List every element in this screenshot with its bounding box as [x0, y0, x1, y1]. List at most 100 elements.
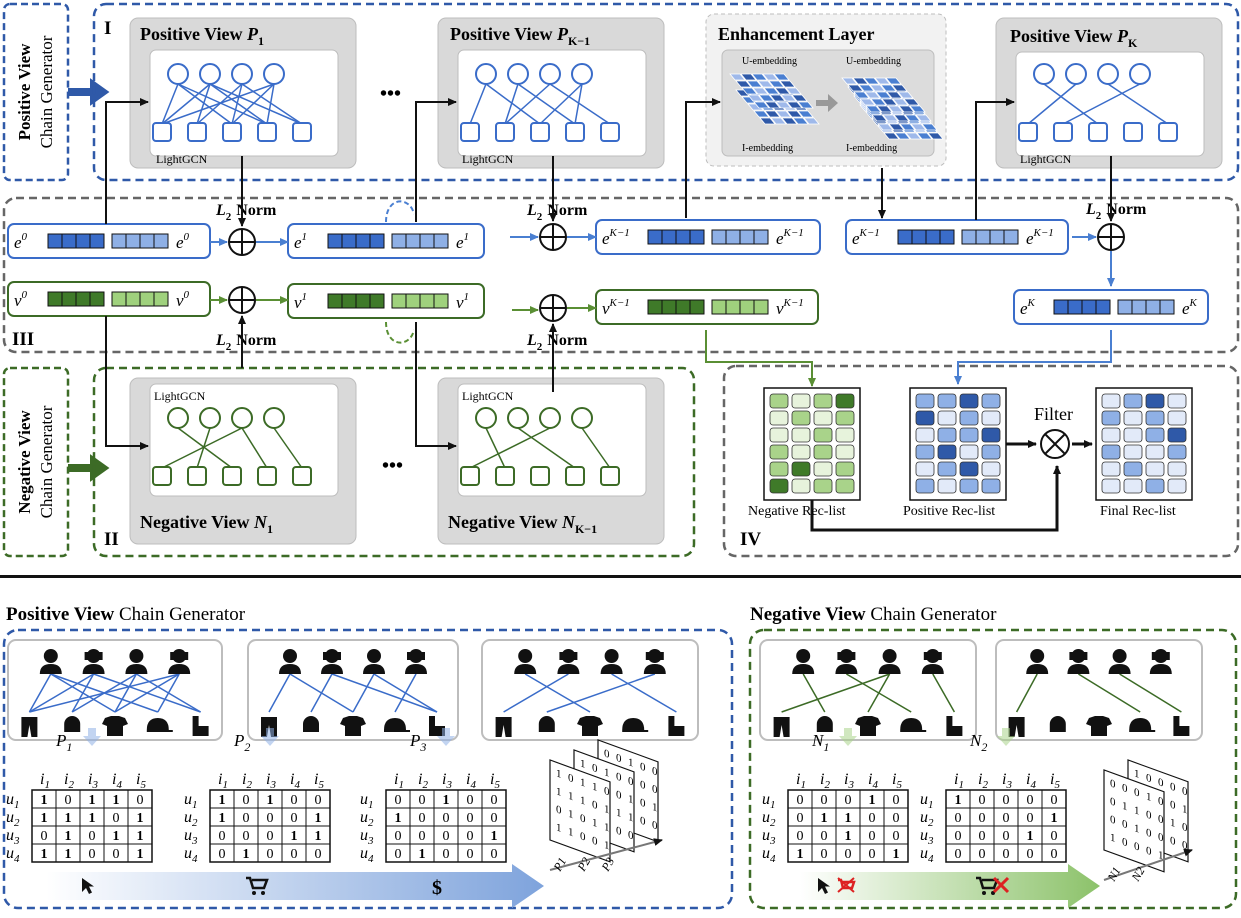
matrix-value: 0 [267, 829, 274, 844]
rec-cell [791, 478, 811, 494]
stack-axis [549, 838, 663, 871]
stack-value: 0 [1110, 795, 1116, 809]
pants-icon [21, 717, 38, 737]
negative-view-n1: LightGCN Negative View N1 [129, 377, 357, 545]
interaction-edge [331, 673, 438, 713]
person-icon [604, 649, 619, 663]
item-node [565, 122, 585, 142]
user-node [571, 407, 593, 429]
lightgcn-graph-pk1 [460, 63, 620, 142]
user-emb-cell [647, 229, 663, 245]
matrix-value: 0 [467, 793, 474, 808]
embedding-cell [762, 73, 779, 81]
cap-icon [1129, 718, 1156, 732]
stack-axis-label: P3 [598, 855, 617, 874]
edge [539, 83, 583, 125]
item-emb-cell [1159, 299, 1175, 315]
stack-value: 0 [592, 835, 598, 849]
stack-value: 0 [1122, 782, 1128, 796]
matrix-value: 1 [845, 829, 852, 844]
user-node [231, 407, 253, 429]
interaction-edge [268, 673, 291, 713]
user-emb-cell [1067, 299, 1083, 315]
matrix-value: 1 [893, 847, 900, 862]
item-emb-cell [405, 233, 421, 249]
stack-value: 1 [592, 817, 597, 831]
embedding-cell [921, 123, 938, 131]
matrix-value: 0 [1051, 829, 1058, 844]
matrix-value: 0 [419, 829, 426, 844]
matrix-label: N2 [969, 731, 987, 754]
matrix-value: 0 [797, 811, 804, 826]
matrix-value: 0 [979, 829, 986, 844]
embedding-cell [759, 117, 776, 125]
interaction-edge [524, 673, 591, 713]
edge [241, 427, 268, 469]
rec-cell [813, 461, 833, 477]
embedding-grid-before [729, 73, 820, 125]
matrix-value: 1 [137, 829, 144, 844]
edge [1062, 83, 1141, 125]
down-arrow [83, 728, 101, 746]
cursor-icon-neg [818, 878, 830, 894]
embedding-cell [904, 114, 921, 122]
embedding-cell [909, 105, 926, 113]
rec-cell [1167, 410, 1187, 426]
interaction-edge [867, 673, 891, 713]
pants-icon [773, 717, 790, 737]
item-node [1158, 122, 1178, 142]
row-label: u2 [920, 809, 934, 829]
edge [177, 83, 233, 125]
embedding-cell [785, 87, 802, 95]
down-arrow [997, 728, 1015, 746]
embedding-cell [891, 84, 908, 92]
user-emb-cell [661, 229, 677, 245]
stack-value: 1 [1134, 767, 1139, 781]
person-icon [283, 649, 297, 663]
panel-frame [995, 639, 1203, 741]
embedding-box [287, 223, 485, 259]
item-emb-cell [433, 293, 449, 309]
col-label: i1 [796, 771, 806, 791]
item-node [1123, 122, 1143, 142]
item-node [187, 122, 207, 142]
interaction-edge [394, 673, 417, 713]
item-node [187, 466, 207, 486]
rec-cell [959, 427, 979, 443]
person-icon [367, 649, 381, 663]
interaction-edge [28, 673, 52, 713]
embedding-cell [753, 101, 770, 109]
plus-pos-2 [539, 223, 567, 251]
rec-cell [1123, 461, 1143, 477]
region-IV [722, 364, 1240, 558]
user-emb-cell [675, 299, 691, 315]
person-body [321, 664, 343, 674]
item-emb-cell [1131, 299, 1147, 315]
col-label: i2 [242, 771, 252, 791]
stack-value: 0 [640, 761, 646, 775]
neg-gen-line1: Negative View [15, 410, 34, 514]
item-emb-cell [405, 293, 421, 309]
matrix-value: 0 [869, 829, 876, 844]
rec-cell [937, 410, 957, 426]
matrix-value: 0 [419, 811, 426, 826]
embedding-box [1013, 289, 1209, 325]
embedding-cell [803, 117, 820, 125]
item-node [222, 466, 242, 486]
stack-value: 1 [568, 790, 573, 804]
matrix-value: 1 [1027, 829, 1034, 844]
user-emb-cell [355, 233, 371, 249]
matrix-value: 1 [41, 811, 48, 826]
col-label: i3 [88, 771, 98, 791]
matrix-value: 1 [315, 811, 322, 826]
edge [177, 83, 268, 125]
edge [231, 83, 275, 125]
user-emb-cell [61, 291, 77, 307]
item-emb-cell [433, 233, 449, 249]
person-body [39, 664, 62, 674]
lightgcn-graph-nk1 [460, 407, 620, 486]
shirt-icon [577, 716, 603, 736]
